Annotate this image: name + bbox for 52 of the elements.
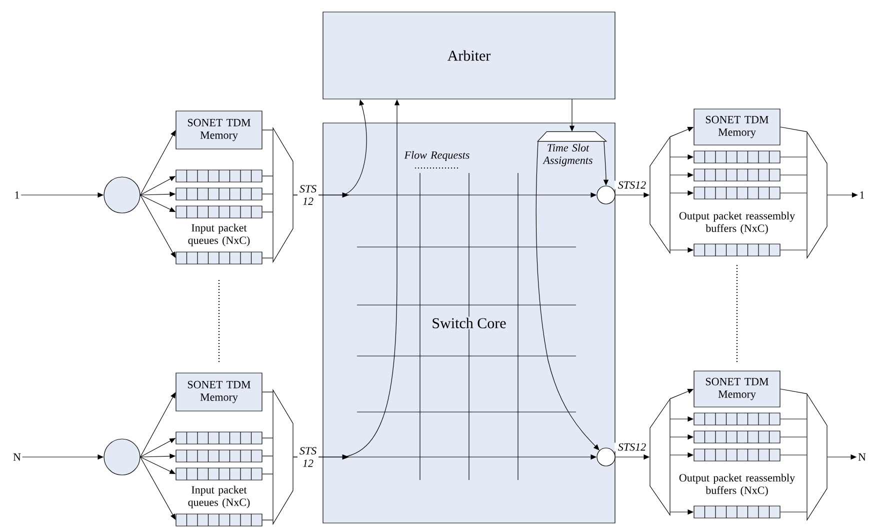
packet-queue: [694, 412, 780, 426]
packet-queue: [176, 252, 262, 264]
packet-queue: [176, 170, 262, 182]
edge-label: STS 12: [298, 446, 318, 468]
annotation: Input packet queues (NxC): [188, 224, 250, 246]
connector-line: [780, 156, 807, 158]
annotation: Flow Requests: [404, 151, 470, 161]
circle-node: [596, 448, 616, 466]
packet-queue: [694, 430, 780, 444]
connector-line: [780, 388, 807, 394]
port-label: 1: [15, 191, 20, 199]
packet-queue: [176, 468, 262, 480]
packet-queue: [694, 168, 780, 182]
connector-line: [780, 454, 807, 456]
arrow: [140, 130, 176, 196]
packet-queue: [694, 506, 780, 518]
annotation: Input packet queues (NxC): [188, 486, 250, 508]
packet-queue: [176, 432, 262, 444]
packet-queue: [694, 448, 780, 462]
edge-label: STS 12: [298, 184, 318, 206]
connector-line: [780, 436, 807, 438]
edge-label: STS12: [614, 180, 650, 190]
packet-queue: [176, 188, 262, 200]
connector-line: [780, 126, 807, 132]
arrow: [536, 141, 600, 450]
edge-label: STS12: [614, 442, 650, 452]
arrow: [140, 456, 176, 520]
annotation: Output packet reassembly buffers (NxC): [679, 212, 796, 234]
packet-queue: [694, 244, 780, 256]
memory-box: SONET TDM Memory: [694, 370, 780, 408]
circle-node: [104, 176, 140, 214]
port-label: 1: [860, 191, 864, 199]
annotation: Time Slot Assigments: [542, 144, 592, 166]
connector-line: [780, 418, 807, 420]
connector-line: [780, 192, 807, 194]
memory-box: SONET TDM Memory: [176, 110, 262, 150]
circle-node: [596, 186, 616, 204]
annotation: Output packet reassembly buffers (NxC): [679, 474, 796, 496]
arbiter-box: Arbiter: [322, 12, 616, 100]
connector-line: [780, 174, 807, 176]
arrow: [140, 194, 176, 258]
port-label: N: [858, 453, 866, 461]
circle-node: [104, 438, 140, 476]
packet-queue: [694, 150, 780, 164]
packet-queue: [176, 450, 262, 462]
packet-queue: [176, 514, 262, 526]
memory-box: SONET TDM Memory: [176, 372, 262, 412]
port-label: N: [13, 453, 21, 461]
packet-queue: [176, 206, 262, 218]
arrow: [140, 392, 176, 458]
memory-box: SONET TDM Memory: [694, 108, 780, 146]
packet-queue: [694, 186, 780, 200]
